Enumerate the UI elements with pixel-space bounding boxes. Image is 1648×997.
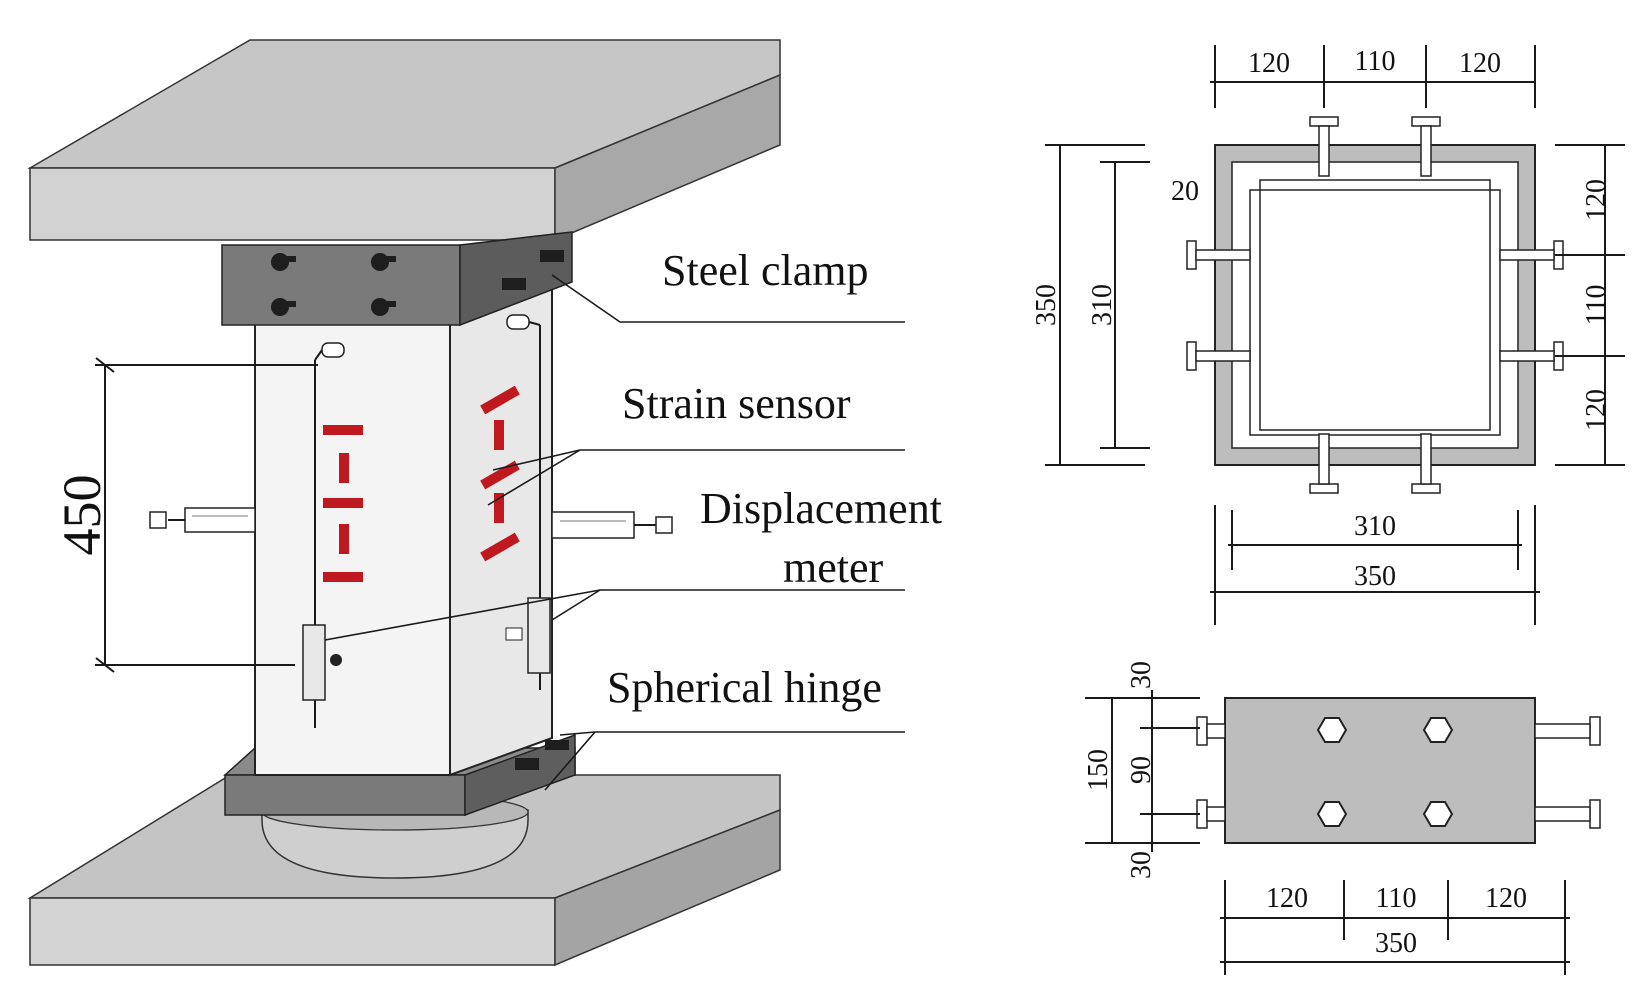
plan-section-view: 120 110 120 350 310 20 120 110 120: [1031, 45, 1625, 625]
lvdt-front: [302, 342, 345, 728]
plan-top-dimensions: 120 110 120: [1210, 45, 1536, 108]
plan-right-dimensions: 120 110 120: [1555, 144, 1625, 466]
plan-left-outer-dim: 350: [1031, 284, 1062, 326]
test-setup-3d: 450 Steel clamp Strain sensor Displaceme…: [27, 39, 942, 967]
strain-sensor-label: Strain sensor: [622, 379, 851, 428]
plan-left-inner-dim: 310: [1087, 284, 1118, 326]
plan-right-dim-3: 120: [1581, 389, 1612, 431]
top-slab: [27, 39, 781, 242]
clamp-left-dim-bottom: 30: [1126, 851, 1157, 879]
plan-top-dim-2: 110: [1355, 46, 1396, 77]
clamp-side-bolts: [1196, 716, 1601, 829]
clamp-bottom-dim-3: 120: [1485, 883, 1527, 914]
clamp-bottom-dim-2: 110: [1376, 883, 1417, 914]
plan-right-dim-2: 110: [1581, 285, 1612, 326]
strain-sensors-front: [323, 425, 363, 582]
plan-top-dim-1: 120: [1248, 48, 1290, 79]
displacement-meter-label-2: meter: [783, 543, 884, 592]
height-dimension: 450: [52, 357, 318, 673]
plan-right-dim-1: 120: [1581, 179, 1612, 221]
callout-leaders: [324, 274, 905, 791]
plan-bottom-outer-dim: 350: [1354, 561, 1396, 592]
steel-clamp-label: Steel clamp: [662, 246, 869, 295]
plan-corner-offset-dim: 20: [1171, 176, 1199, 207]
clamp-bottom-total-dim: 350: [1375, 928, 1417, 959]
spherical-hinge-label: Spherical hinge: [607, 663, 882, 712]
clamp-total-height-dim: 150: [1083, 749, 1114, 791]
clamp-bottom-dim-1: 120: [1266, 883, 1308, 914]
plan-left-dimensions: 350 310 20: [1031, 144, 1199, 466]
displacement-meter-left: [149, 507, 256, 533]
height-dimension-label: 450: [52, 475, 112, 556]
displacement-meter-right: [551, 511, 673, 539]
strain-sensors-side: [480, 385, 520, 562]
displacement-meter-label-1: Displacement: [700, 484, 942, 533]
lvdt-side: [505, 314, 551, 690]
plan-bottom-dimensions: 310 350: [1210, 505, 1540, 625]
clamp-left-dim-mid: 90: [1126, 756, 1157, 784]
clamp-hex-nuts: [1316, 717, 1454, 827]
clamp-bolts: [271, 250, 564, 316]
plan-bottom-inner-dim: 310: [1354, 511, 1396, 542]
base-bolts: [515, 740, 569, 770]
clamp-bottom-dimensions: 120 110 120 350: [1220, 880, 1570, 975]
clamp-elevation-view: 30 90 30 150 120 110 120 350: [1083, 661, 1601, 975]
column: [254, 276, 553, 777]
clamp-left-dimensions: 30 90 30 150: [1083, 661, 1200, 879]
clamp-left-dim-top: 30: [1126, 661, 1157, 689]
plan-top-dim-3: 120: [1459, 48, 1501, 79]
